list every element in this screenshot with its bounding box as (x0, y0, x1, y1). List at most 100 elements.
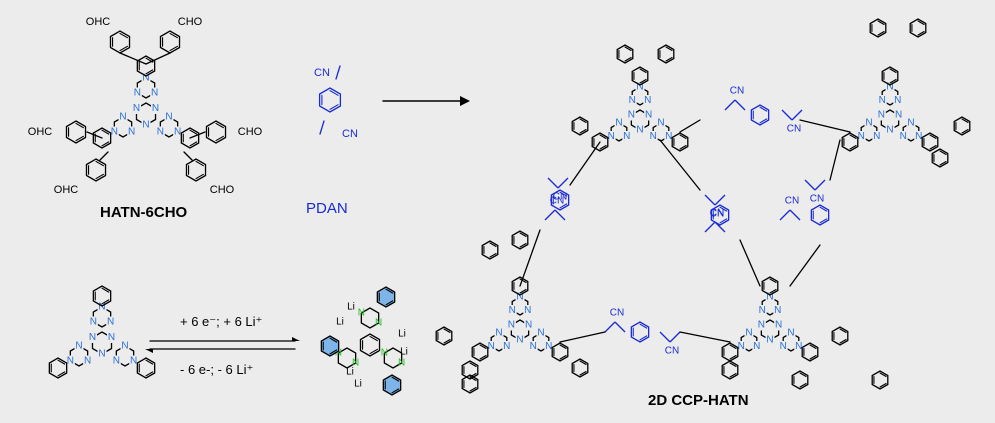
nitrogen-atom: N (516, 335, 523, 346)
double-bond (559, 354, 567, 360)
double-bond (443, 328, 451, 334)
double-bond (519, 232, 527, 238)
aldehyde-phenyl-ring (65, 120, 87, 144)
nitrogen-atom: N (766, 335, 773, 346)
product-label: 2D CCP-HATN (648, 392, 749, 409)
phenyl-ring (869, 18, 887, 38)
nitrogen-atom: N (758, 320, 765, 331)
nitrogen-atom: N (623, 131, 630, 142)
double-bond (877, 30, 885, 36)
double-bond (215, 122, 224, 129)
bond (99, 151, 109, 161)
linker-vinyl: CN (779, 196, 801, 221)
lithiated-nitrogen: N (335, 348, 342, 359)
dihydropyrazine-ring (383, 347, 403, 369)
double-bond (391, 388, 400, 394)
phenyl-ring (871, 370, 889, 390)
double-bond (479, 354, 487, 360)
double-bond (769, 288, 777, 294)
pyrazine-ring (631, 86, 649, 106)
double-bond (75, 122, 84, 129)
double-bond (917, 30, 925, 36)
n-mask (150, 87, 160, 99)
n-mask (914, 131, 924, 142)
bond (119, 52, 147, 65)
vinyl-bond (791, 109, 803, 121)
n-mask (129, 355, 139, 367)
vinyl-bond (781, 109, 793, 121)
vinyl-bond (724, 99, 736, 111)
n-mask (83, 355, 93, 367)
n-mask (528, 341, 538, 352)
nitrogen-atom: N (108, 332, 115, 343)
linker-phenylene (750, 104, 770, 126)
vinyl-bond (734, 99, 746, 111)
double-bond (759, 118, 768, 124)
core-ring (359, 333, 381, 357)
linker-vinyl: CN (604, 308, 626, 333)
double-bond (385, 288, 394, 294)
double-bond (101, 129, 110, 135)
double-bond (624, 56, 632, 62)
aldehyde-group: CHO (238, 126, 263, 138)
phenyl-ring (909, 18, 927, 38)
double-bond (799, 382, 807, 388)
phenyl-ring (721, 360, 739, 380)
cyano-label: CN (710, 209, 724, 220)
double-bond (469, 386, 477, 392)
phenyl-ring (461, 360, 479, 380)
double-bond (329, 104, 339, 110)
cyano-label: CN (710, 208, 724, 219)
nitrogen-atom: N (738, 341, 745, 352)
vinyl-bond (704, 221, 716, 233)
double-bond (559, 344, 567, 350)
n-mask (786, 327, 796, 339)
nitrogen-atom: N (90, 317, 97, 328)
n-mask (606, 131, 616, 142)
lithium-ion: Li (336, 317, 344, 328)
vinyl-bond (544, 209, 556, 221)
nitrogen-atom: N (157, 127, 164, 138)
nitrogen-atom: N (774, 305, 781, 316)
phenyl-ring (481, 240, 499, 260)
double-bond (599, 134, 607, 140)
double-bond (799, 372, 807, 378)
n-mask (774, 319, 784, 331)
double-bond (665, 46, 673, 52)
nitrogen-atom: N (142, 73, 149, 84)
linker-vinyl: CN (659, 331, 681, 357)
n-mask (515, 291, 525, 303)
double-bond (639, 78, 647, 84)
double-bond (469, 372, 477, 378)
linker-vinyl: CN (547, 177, 569, 203)
pyrazine-ring (92, 306, 112, 328)
n-mask (644, 109, 654, 121)
n-mask (87, 332, 97, 343)
double-bond (961, 128, 969, 134)
double-bond (729, 372, 737, 378)
aldehyde-group: OHC (28, 126, 53, 138)
n-mask (898, 131, 908, 142)
lithium-ion: Li (400, 347, 408, 358)
nitrogen-atom: N (665, 131, 672, 142)
double-bond (329, 90, 339, 96)
n-mask (494, 327, 504, 339)
double-bond (729, 354, 737, 360)
nitrogen-atom: N (636, 125, 643, 136)
n-mask (876, 109, 886, 121)
phenyl-ring (461, 374, 479, 394)
nitrogen-atom: N (608, 131, 615, 142)
oxidation-label: - 6 e-; - 6 Li⁺ (180, 362, 254, 377)
n-mask (622, 131, 632, 142)
nitrogen-atom: N (503, 341, 510, 352)
double-bond (57, 371, 66, 377)
n-mask (97, 301, 107, 313)
phenyl-ring (435, 326, 453, 346)
linker-vinyl: CN (704, 208, 726, 233)
phenyl-ring (931, 148, 949, 168)
double-bond (145, 371, 154, 377)
double-bond (879, 382, 887, 388)
n-mask (88, 316, 98, 328)
n-mask (664, 131, 674, 142)
